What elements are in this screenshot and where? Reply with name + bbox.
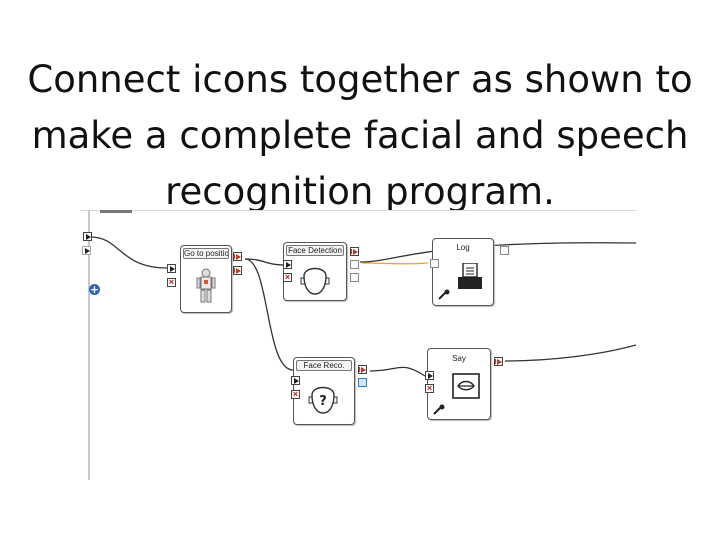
box-label: Face Detection <box>286 245 344 256</box>
box-go-to-position[interactable]: Go to position Sit <box>180 245 232 313</box>
flow-diagram-canvas: + Go to position Sit × Face Detection × … <box>80 210 636 480</box>
printer-icon <box>458 263 482 289</box>
slide-title: Connect icons together as shown to make … <box>0 52 720 220</box>
mouth-icon <box>452 373 480 399</box>
canvas-input-port-2[interactable] <box>82 246 91 255</box>
wire-facedetection-out <box>359 242 636 263</box>
facereco-start-port[interactable] <box>291 376 300 385</box>
wire-goto-to-facereco <box>244 258 294 371</box>
say-output-port[interactable] <box>494 357 503 366</box>
face-question-icon: ? <box>308 386 338 414</box>
svg-text:?: ? <box>319 394 327 409</box>
canvas-input-port[interactable] <box>83 232 92 241</box>
facereco-stop-port[interactable]: × <box>291 389 300 399</box>
facedetection-output-port-2[interactable] <box>350 260 359 269</box>
log-output-port[interactable] <box>500 246 509 255</box>
say-start-port[interactable] <box>425 371 434 380</box>
goto-output-port-2[interactable] <box>233 266 242 275</box>
robot-icon <box>196 268 216 303</box>
canvas-tab-marker <box>100 210 132 213</box>
wire-facedetection-to-log <box>361 262 429 265</box>
box-log[interactable]: Log <box>432 238 494 306</box>
facedetection-output-port[interactable] <box>350 247 359 256</box>
facereco-output-port-2[interactable] <box>358 378 367 387</box>
title-line: make a complete facial and speech <box>31 114 689 157</box>
box-label: Log <box>456 243 470 252</box>
wire-facereco-to-say <box>369 366 426 377</box>
facedetection-start-port[interactable] <box>283 260 292 269</box>
box-face-reco[interactable]: Face Reco. ? <box>293 357 355 425</box>
wire-say-out <box>504 344 636 362</box>
facereco-output-port[interactable] <box>358 365 367 374</box>
wire-goto-to-facedetection <box>244 258 286 266</box>
box-say[interactable]: Say <box>427 348 491 420</box>
goto-start-port[interactable] <box>167 264 176 273</box>
log-input-port[interactable] <box>430 259 439 268</box>
box-label: Go to position Sit <box>183 248 229 259</box>
facedetection-stop-port[interactable]: × <box>283 272 292 282</box>
facedetection-output-port-3[interactable] <box>350 273 359 282</box>
goto-stop-port[interactable]: × <box>167 277 176 287</box>
wrench-icon <box>438 289 450 300</box>
title-line: Connect icons together as shown to <box>27 58 693 101</box>
box-label: Face Reco. <box>296 360 352 371</box>
box-label: Say <box>452 354 466 363</box>
connection-wires <box>90 236 636 377</box>
say-stop-port[interactable]: × <box>425 383 434 393</box>
canvas-top-border <box>80 210 636 211</box>
title-line: recognition program. <box>165 170 555 213</box>
wrench-icon <box>433 404 445 415</box>
goto-output-port[interactable] <box>233 252 242 261</box>
canvas-left-border <box>88 210 90 480</box>
wire-input-to-goto <box>90 236 168 269</box>
face-icon <box>300 267 330 295</box>
box-face-detection[interactable]: Face Detection <box>283 242 347 301</box>
add-icon[interactable]: + <box>89 283 100 296</box>
